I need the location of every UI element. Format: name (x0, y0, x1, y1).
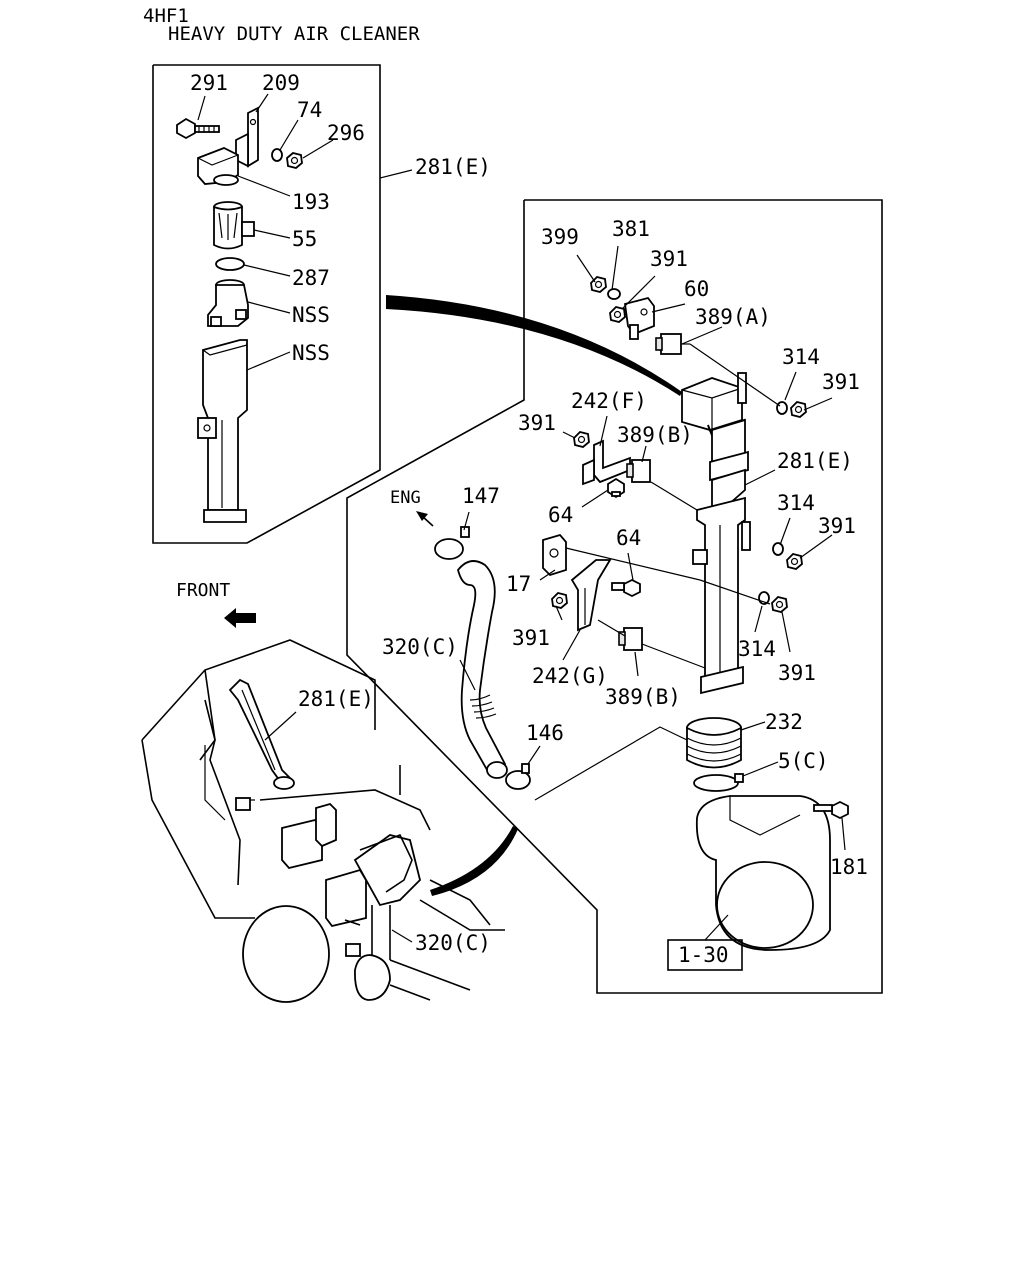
callout-242g: 242(G) (532, 664, 608, 688)
callout-55: 55 (292, 227, 317, 251)
callout-74: 74 (297, 98, 322, 122)
callout-314-a: 314 (782, 345, 820, 369)
rubber-mount-389b-a-icon (626, 459, 651, 483)
callout-391-d: 391 (818, 514, 856, 538)
callout-389a: 389(A) (695, 305, 771, 329)
leader-320c-vehicle (391, 929, 413, 943)
callout-64-b: 64 (616, 526, 641, 550)
callout-320c-main: 320(C) (382, 635, 458, 659)
callout-5c: 5(C) (778, 749, 829, 773)
bracket-242g-icon (570, 559, 612, 632)
callout-146: 146 (526, 721, 564, 745)
callout-389b-b: 389(B) (605, 685, 681, 709)
bolt-291-icon (176, 117, 220, 140)
bracket-60-icon (624, 296, 655, 340)
callout-391-a: 391 (650, 247, 688, 271)
nut-391-b-icon (790, 401, 807, 418)
plate-17-icon (542, 533, 567, 577)
callout-232: 232 (765, 710, 803, 734)
front-label: FRONT (176, 580, 230, 601)
engine-direction-arrow (416, 511, 434, 527)
main-leaders (459, 245, 846, 941)
nut-391-c-icon (573, 431, 590, 448)
air-cleaner-body-icon (695, 795, 831, 951)
model-code: 4HF1 (143, 5, 189, 27)
bolt-64-a-icon (607, 477, 625, 499)
washer-314-b-icon (772, 542, 784, 556)
callout-314-b: 314 (777, 491, 815, 515)
callout-281e-main: 281(E) (777, 449, 853, 473)
leader-281e-vehicle (264, 711, 297, 741)
snorkel-duct-nss-icon (197, 339, 248, 523)
nut-391-f-icon (771, 596, 788, 613)
intake-adapter-232-icon (686, 717, 742, 769)
rubber-mount-389b-b-icon (618, 627, 643, 651)
callout-147: 147 (462, 484, 500, 508)
snorkel-body-281e-icon (692, 418, 751, 695)
bracket-242f-icon (582, 439, 631, 486)
hose-320c-icon (457, 560, 508, 779)
clamp-147-icon (434, 526, 470, 560)
truck-cab-outline (141, 639, 376, 919)
callout-389b-a: 389(B) (617, 423, 693, 447)
callout-320c-vehicle: 320(C) (415, 931, 491, 955)
reference-arrow-bottom (430, 826, 518, 896)
callout-391-c: 391 (518, 411, 556, 435)
callout-314-c: 314 (738, 637, 776, 661)
inset-frame (152, 64, 381, 544)
callout-64-a: 64 (548, 503, 573, 527)
bolt-181-icon (813, 800, 849, 820)
callout-242f: 242(F) (571, 389, 647, 413)
engine-bay-icon (242, 765, 505, 1003)
adapter-nss-icon (207, 279, 249, 327)
callout-181: 181 (830, 855, 868, 879)
front-direction-arrow (224, 608, 256, 628)
callout-nss-1: NSS (292, 303, 330, 327)
callout-nss-2: NSS (292, 341, 330, 365)
rubber-mount-389a-icon (655, 333, 690, 355)
o-ring-287-icon (215, 257, 245, 271)
callout-391-b: 391 (822, 370, 860, 394)
nut-391-top-icon (609, 306, 626, 323)
diagram-title: HEAVY DUTY AIR CLEANER (168, 23, 420, 45)
clamp-146-icon (505, 763, 531, 790)
callout-193: 193 (292, 190, 330, 214)
callout-281e-inset: 281(E) (415, 155, 491, 179)
snorkel-vehicle-icon (228, 678, 295, 790)
callout-296: 296 (327, 121, 365, 145)
clamp-5c-icon (693, 773, 744, 792)
nut-296-icon (286, 152, 303, 169)
callout-391-e: 391 (512, 626, 550, 650)
reference-arrow-top (386, 295, 682, 396)
main-frame (346, 199, 883, 994)
callout-60: 60 (684, 277, 709, 301)
callout-291: 291 (190, 71, 228, 95)
callout-399: 399 (541, 225, 579, 249)
nut-391-e-icon (551, 592, 568, 609)
washer-381-icon (607, 288, 621, 300)
callout-17: 17 (506, 572, 531, 596)
engine-label: ENG (390, 488, 421, 508)
bolt-64-b-icon (611, 578, 641, 598)
elbow-193-icon (197, 147, 239, 186)
callout-281e-vehicle: 281(E) (298, 687, 374, 711)
rain-cap-55-icon (213, 201, 255, 250)
nut-391-d-icon (786, 553, 803, 570)
washer-314-a-icon (776, 401, 788, 415)
inset-leaders (197, 93, 413, 371)
reference-box-label: 1-30 (678, 943, 729, 967)
callout-287: 287 (292, 266, 330, 290)
callout-391-f: 391 (778, 661, 816, 685)
bracket-209-icon (235, 106, 259, 168)
washer-74-icon (271, 148, 283, 162)
callout-209: 209 (262, 71, 300, 95)
callout-381: 381 (612, 217, 650, 241)
